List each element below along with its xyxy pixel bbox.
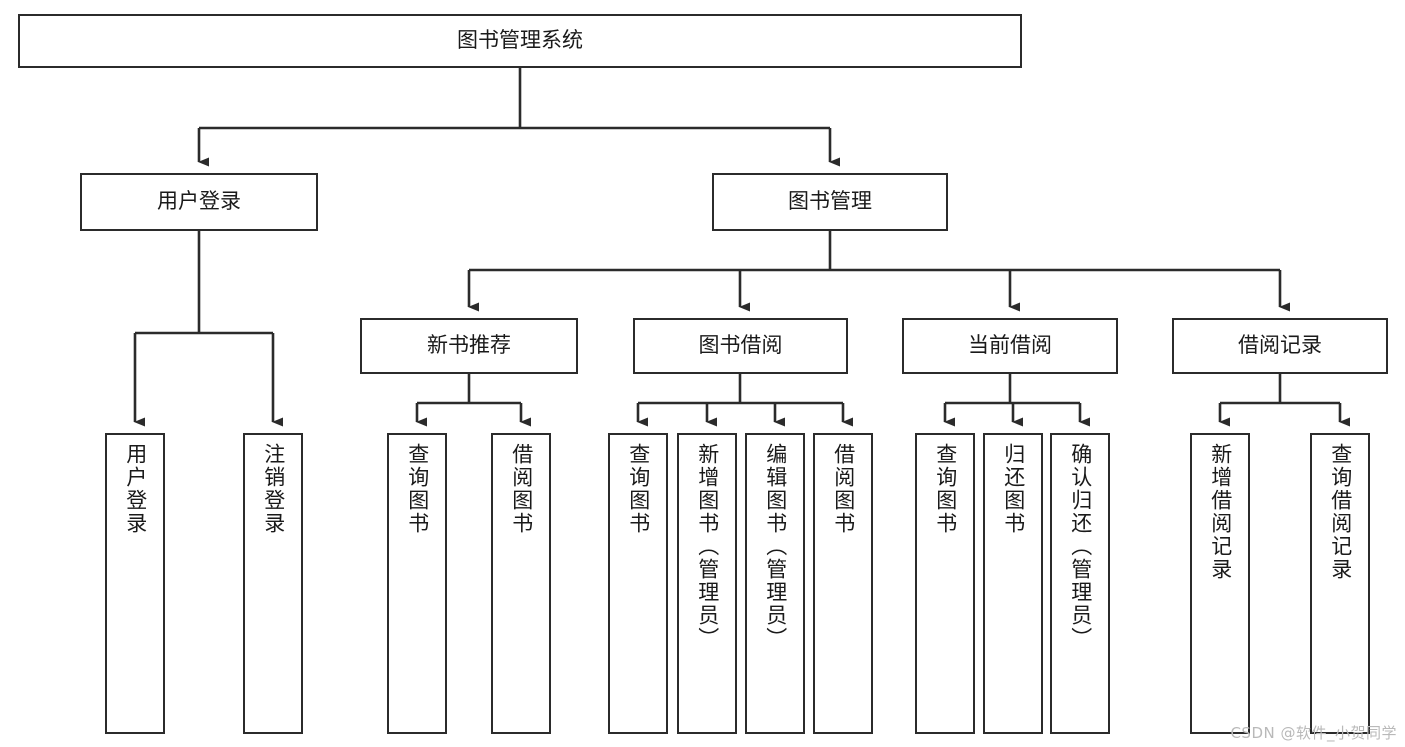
node-leaf-borrow-book-2-label: 借阅图书 [831,443,856,535]
node-leaf-query-book-2-label: 查询图书 [626,443,651,535]
node-leaf-query-book-3[interactable]: 查询图书 [915,433,975,734]
node-current-borrow-label: 当前借阅 [968,333,1052,358]
node-current-borrow[interactable]: 当前借阅 [902,318,1118,374]
node-user-login[interactable]: 用户登录 [80,173,318,231]
node-leaf-return-book-label: 归还图书 [1001,443,1026,535]
node-leaf-return-book[interactable]: 归还图书 [983,433,1043,734]
node-borrow-record-label: 借阅记录 [1238,333,1322,358]
node-leaf-query-book-3-label: 查询图书 [933,443,958,535]
node-leaf-confirm-return[interactable]: 确认归还（管理员） [1050,433,1110,734]
node-book-borrow-label: 图书借阅 [698,333,783,358]
node-book-manage-label: 图书管理 [788,189,872,214]
node-borrow-record[interactable]: 借阅记录 [1172,318,1388,374]
node-leaf-user-logout-label: 注销登录 [261,443,286,535]
node-leaf-query-record[interactable]: 查询借阅记录 [1310,433,1370,734]
node-root-label: 图书管理系统 [457,28,583,53]
node-leaf-add-book-label: 新增图书（管理员） [695,443,720,650]
node-leaf-add-record-label: 新增借阅记录 [1208,443,1233,581]
node-leaf-add-book[interactable]: 新增图书（管理员） [677,433,737,734]
node-book-manage[interactable]: 图书管理 [712,173,948,231]
node-leaf-borrow-book-1[interactable]: 借阅图书 [491,433,551,734]
node-new-book-recommend[interactable]: 新书推荐 [360,318,578,374]
node-leaf-query-book-1[interactable]: 查询图书 [387,433,447,734]
node-leaf-query-book-2[interactable]: 查询图书 [608,433,668,734]
node-leaf-borrow-book-1-label: 借阅图书 [509,443,534,535]
node-leaf-user-login-label: 用户登录 [123,443,148,535]
node-leaf-query-record-label: 查询借阅记录 [1328,443,1353,581]
node-leaf-borrow-book-2[interactable]: 借阅图书 [813,433,873,734]
node-book-borrow[interactable]: 图书借阅 [633,318,848,374]
node-leaf-query-book-1-label: 查询图书 [405,443,430,535]
node-leaf-edit-book[interactable]: 编辑图书（管理员） [745,433,805,734]
csdn-watermark: CSDN @软件_小贺同学 [1230,724,1397,742]
node-root[interactable]: 图书管理系统 [18,14,1022,68]
node-leaf-add-record[interactable]: 新增借阅记录 [1190,433,1250,734]
node-new-book-recommend-label: 新书推荐 [427,333,511,358]
node-leaf-user-login[interactable]: 用户登录 [105,433,165,734]
node-leaf-user-logout[interactable]: 注销登录 [243,433,303,734]
node-leaf-edit-book-label: 编辑图书（管理员） [763,443,788,650]
node-user-login-label: 用户登录 [157,189,241,214]
node-leaf-confirm-return-label: 确认归还（管理员） [1068,443,1093,650]
